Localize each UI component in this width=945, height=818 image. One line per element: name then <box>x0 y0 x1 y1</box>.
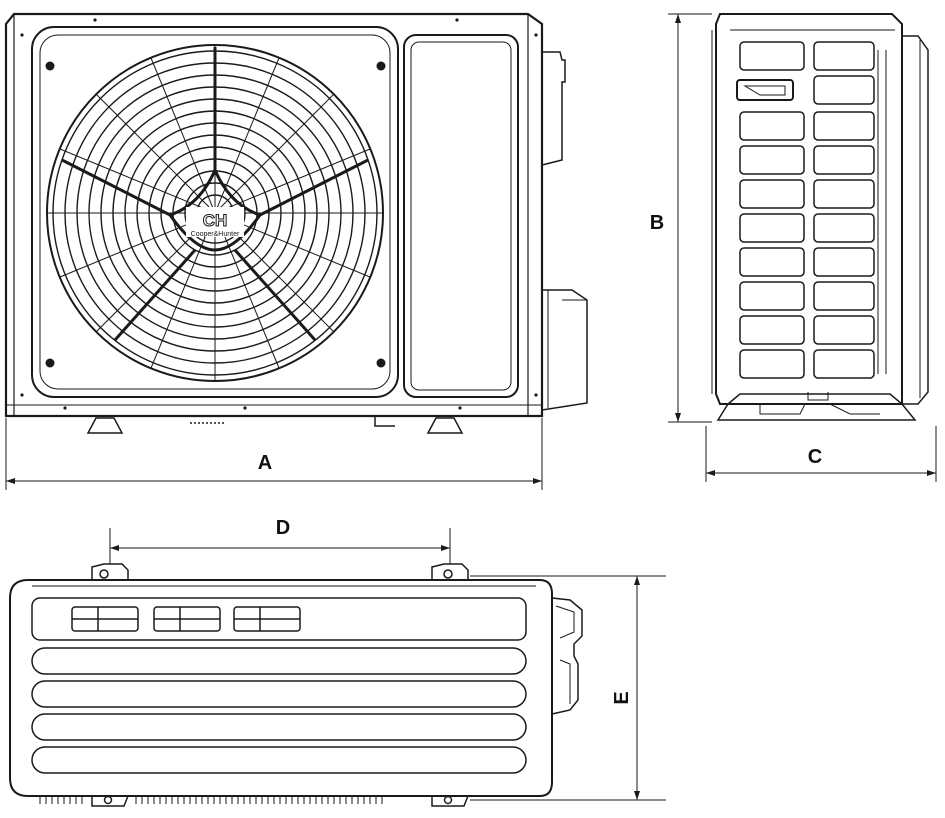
dimension-e-label: E <box>611 691 633 704</box>
mounting-tabs-top <box>91 563 469 580</box>
dimension-c-label: C <box>808 446 822 468</box>
brand-logo: CH Cooper&Hunter <box>186 207 244 238</box>
dimension-a: A <box>5 418 543 490</box>
casing-screws <box>20 18 538 410</box>
logo-mark: CH <box>203 211 228 230</box>
side-casing <box>715 13 903 405</box>
mounting-tabs-bottom <box>91 795 469 807</box>
dimension-e: E <box>470 575 666 801</box>
side-grille <box>736 41 875 379</box>
top-casing <box>9 579 553 797</box>
top-grille-panel <box>31 597 527 641</box>
top-slats <box>31 647 527 774</box>
dimension-d: D <box>109 517 451 564</box>
dimension-c: C <box>705 426 937 482</box>
top-view: D E <box>9 517 666 807</box>
side-handle <box>736 79 794 101</box>
side-base <box>716 393 917 421</box>
handle-slots <box>71 606 301 632</box>
valve-cover-bottom <box>541 289 588 411</box>
side-service-panel <box>403 34 519 398</box>
dimension-a-label: A <box>258 452 272 474</box>
dimension-d-label: D <box>276 517 290 539</box>
top-valve-connection <box>551 597 583 715</box>
fan-panel <box>31 26 399 398</box>
bottom-fins <box>39 797 383 804</box>
front-feet <box>86 416 464 434</box>
panel-screws <box>45 61 386 368</box>
dimension-b-label: B <box>650 212 664 234</box>
valve-cover-top <box>541 51 566 166</box>
side-view: B C <box>650 13 937 482</box>
front-view: CH Cooper&Hunter A <box>4 12 588 490</box>
dimension-b: B <box>650 13 712 423</box>
logo-brand: Cooper&Hunter <box>191 231 240 238</box>
